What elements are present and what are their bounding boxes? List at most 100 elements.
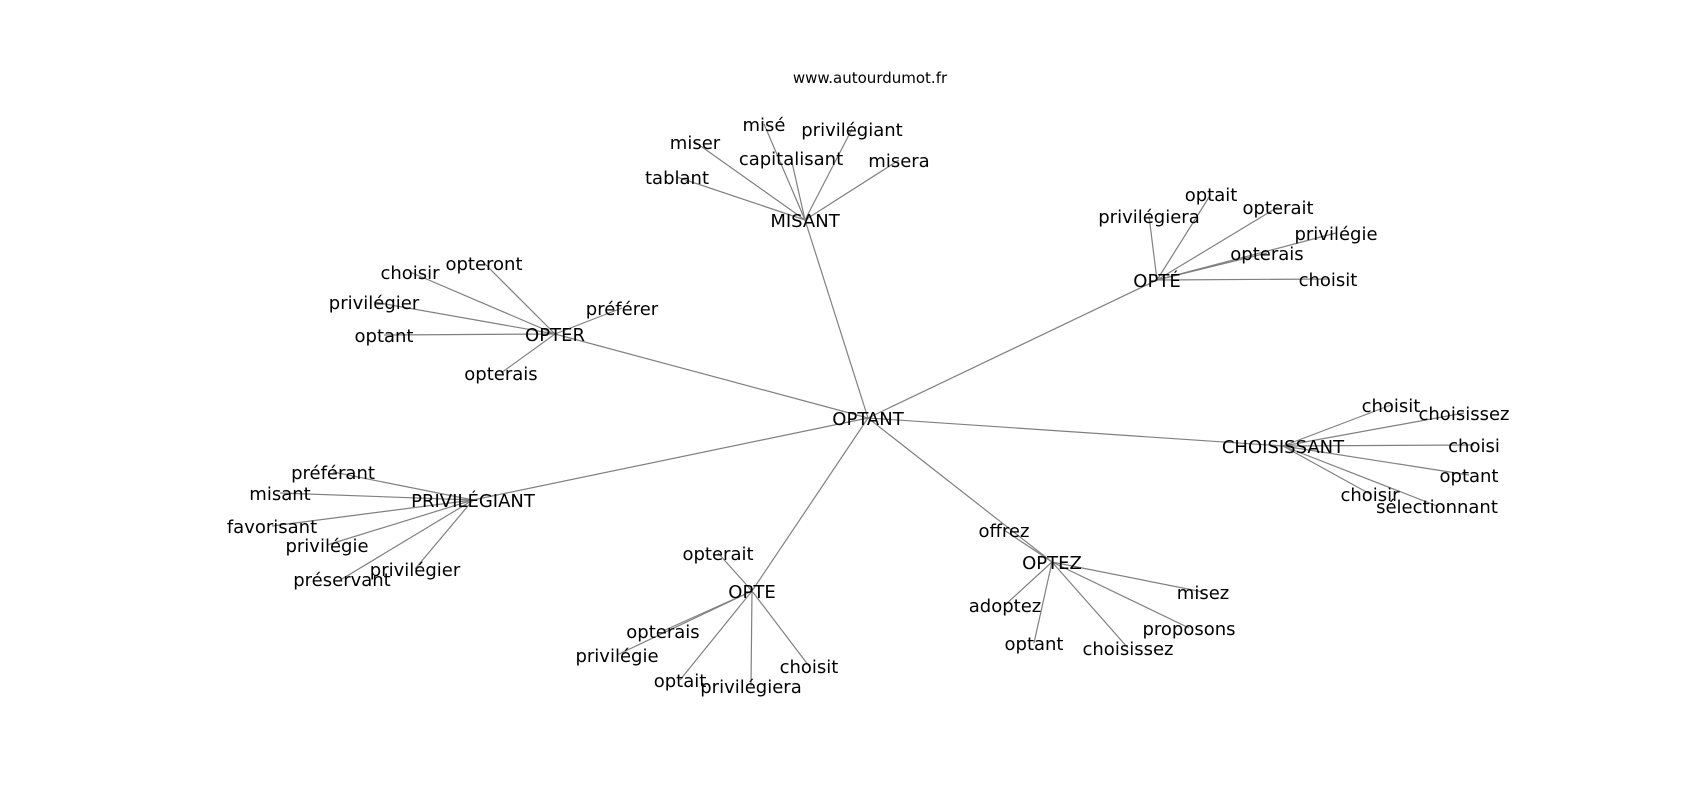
leaf-word: favorisant	[227, 517, 317, 538]
cluster-word: OPTÉ	[1133, 270, 1180, 292]
leaf-word: privilégiera	[1098, 207, 1200, 228]
edge-cluster-to-leaf	[750, 590, 753, 687]
edge-cluster-to-leaf	[326, 499, 474, 546]
leaf-word: préférant	[291, 463, 375, 484]
edge-cluster-to-leaf	[763, 123, 806, 221]
edge-cluster-to-leaf	[694, 141, 806, 221]
edge-cluster-to-leaf	[271, 499, 474, 527]
leaf-word: opterait	[682, 544, 753, 565]
center-word: OPTANT	[832, 409, 904, 430]
leaf-word: proposons	[1142, 619, 1235, 640]
leaf-word: sélectionnant	[1376, 497, 1498, 518]
leaf-word: optait	[654, 671, 707, 692]
edge-cluster-to-leaf	[1033, 561, 1053, 644]
edge-cluster-to-leaf	[554, 307, 623, 335]
graph-edges	[271, 123, 1475, 687]
edge-cluster-to-leaf	[332, 471, 474, 501]
edge-center-to-cluster	[472, 417, 869, 501]
cluster-word: CHOISISSANT	[1222, 437, 1345, 458]
edge-cluster-to-leaf	[676, 176, 806, 221]
edge-cluster-to-leaf	[409, 271, 556, 335]
edge-cluster-to-leaf	[1282, 445, 1438, 507]
leaf-word: optant	[1005, 634, 1064, 655]
leaf-word: misé	[743, 115, 786, 136]
edge-cluster-to-leaf	[1051, 561, 1190, 629]
leaf-word: misez	[1177, 583, 1229, 604]
edge-cluster-to-leaf	[1156, 278, 1329, 281]
edge-cluster-to-leaf	[1051, 561, 1129, 649]
source-label: www.autourdumot.fr	[793, 69, 948, 87]
cluster-word: MISANT	[770, 211, 840, 232]
leaf-word: choisissez	[1083, 639, 1174, 660]
leaf-word: opterais	[626, 622, 699, 643]
edge-cluster-to-leaf	[790, 157, 806, 221]
edge-center-to-cluster	[554, 333, 869, 419]
edge-cluster-to-leaf	[279, 492, 474, 501]
leaf-word: privilégier	[370, 560, 461, 581]
edge-center-to-cluster	[804, 219, 869, 419]
leaf-word: choisissez	[1419, 404, 1510, 425]
leaf-word: opterais	[1230, 244, 1303, 265]
edge-cluster-to-leaf	[804, 159, 900, 221]
edge-cluster-to-leaf	[1282, 445, 1371, 495]
cluster-word: OPTE	[728, 582, 775, 603]
leaf-word: opterais	[464, 364, 537, 385]
leaf-word: capitalisant	[739, 149, 843, 170]
leaf-word: optant	[355, 326, 414, 347]
edge-center-to-cluster	[867, 417, 1053, 563]
edge-center-to-cluster	[751, 417, 869, 592]
leaf-word: opteront	[445, 254, 522, 275]
leaf-word: préférer	[586, 299, 659, 320]
leaf-word: choisit	[780, 657, 839, 678]
leaf-word: tablant	[645, 168, 709, 189]
edge-cluster-to-leaf	[341, 499, 474, 580]
leaf-word: choisir	[1340, 485, 1400, 506]
leaf-word: adoptez	[969, 596, 1041, 617]
edge-cluster-to-leaf	[1156, 193, 1212, 281]
cluster-word: OPTEZ	[1022, 553, 1082, 574]
edge-center-to-cluster	[867, 279, 1158, 419]
leaf-word: privilégier	[329, 293, 420, 314]
edge-cluster-to-leaf	[1282, 445, 1470, 476]
leaf-word: offrez	[979, 521, 1030, 542]
edge-cluster-to-leaf	[616, 590, 753, 656]
edge-cluster-to-leaf	[1004, 561, 1053, 606]
edge-cluster-to-leaf	[1282, 444, 1475, 447]
leaf-word: misera	[868, 151, 929, 172]
leaf-word: privilégie	[1294, 224, 1377, 245]
edge-cluster-to-leaf	[500, 333, 556, 374]
edge-cluster-to-leaf	[679, 590, 753, 681]
leaf-word: optait	[1185, 185, 1238, 206]
edge-cluster-to-leaf	[1282, 412, 1465, 447]
cluster-word: PRIVILÉGIANT	[411, 490, 536, 512]
edge-cluster-to-leaf	[483, 262, 556, 335]
edge-cluster-to-leaf	[1282, 404, 1392, 447]
leaf-word: préservant	[293, 570, 391, 591]
leaf-word: privilégiant	[801, 120, 902, 141]
leaf-word: choisit	[1299, 270, 1358, 291]
leaf-word: optant	[1440, 466, 1499, 487]
edge-cluster-to-leaf	[1148, 215, 1158, 281]
edge-cluster-to-leaf	[751, 590, 810, 667]
edge-cluster-to-leaf	[1156, 206, 1279, 281]
cluster-word: OPTER	[525, 325, 585, 346]
leaf-word: misant	[249, 484, 310, 505]
leaf-word: privilégie	[285, 536, 368, 557]
edge-cluster-to-leaf	[414, 499, 474, 570]
leaf-word: privilégiera	[700, 677, 802, 698]
edge-cluster-to-leaf	[373, 301, 556, 335]
edge-cluster-to-leaf	[804, 128, 853, 221]
leaf-word: opterait	[1242, 198, 1313, 219]
edge-cluster-to-leaf	[717, 552, 753, 592]
edge-cluster-to-leaf	[1156, 252, 1268, 281]
edge-cluster-to-leaf	[1003, 529, 1053, 563]
edge-cluster-to-leaf	[383, 333, 556, 336]
edge-cluster-to-leaf	[1051, 561, 1204, 593]
leaf-word: privilégie	[575, 646, 658, 667]
leaf-word: choisir	[380, 263, 440, 284]
leaf-word: choisit	[1362, 396, 1421, 417]
edge-center-to-cluster	[867, 417, 1284, 447]
leaf-word: choisi	[1448, 436, 1500, 457]
